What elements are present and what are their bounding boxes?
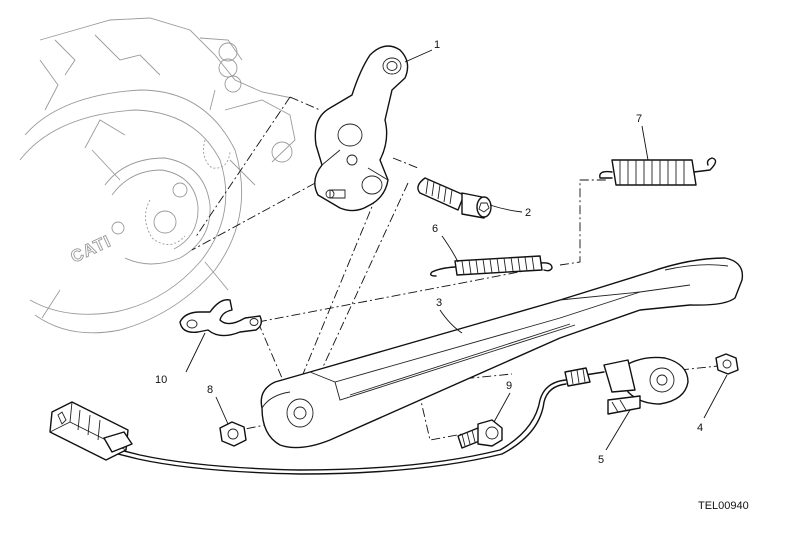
nut-part-4 (715, 353, 739, 375)
callout-label: 2 (525, 207, 531, 219)
callout-6: 6 (432, 223, 459, 263)
callout-label: 4 (697, 422, 703, 434)
callout-4: 4 (697, 374, 728, 434)
side-stand-leg-part-3 (260, 257, 744, 449)
callout-label: 8 (207, 384, 213, 396)
callout-10: 10 (155, 332, 206, 386)
nut-part-8 (219, 421, 247, 447)
callout-7: 7 (636, 113, 649, 161)
wiring-connector (49, 401, 133, 461)
callout-3: 3 (436, 297, 463, 334)
callout-2: 2 (489, 204, 531, 219)
callout-1: 1 (404, 39, 440, 63)
short-return-spring-part-7 (599, 157, 717, 186)
callout-label: 10 (155, 374, 167, 386)
stud-bolt-part-9 (457, 419, 503, 449)
socket-head-bolt-part-2 (417, 177, 492, 219)
callout-8: 8 (207, 384, 229, 425)
callout-label: 3 (436, 297, 442, 309)
callout-9: 9 (493, 380, 512, 423)
engine-cover-brand-text: CATI (68, 231, 114, 266)
callout-label: 7 (636, 113, 642, 125)
callout-label: 1 (434, 39, 440, 51)
side-stand-bracket-part-1 (314, 45, 409, 212)
callout-label: 5 (598, 454, 604, 466)
long-return-spring-part-6 (429, 255, 553, 277)
callout-label: 6 (432, 223, 438, 235)
diagram-reference-code: TEL00940 (698, 500, 749, 512)
engine-cover-illustration: CATI (19, 17, 296, 334)
callout-5: 5 (598, 409, 631, 466)
wire-clip-part-10 (179, 299, 263, 337)
side-stand-switch-part-5 (109, 356, 689, 475)
callout-label: 9 (506, 380, 512, 392)
